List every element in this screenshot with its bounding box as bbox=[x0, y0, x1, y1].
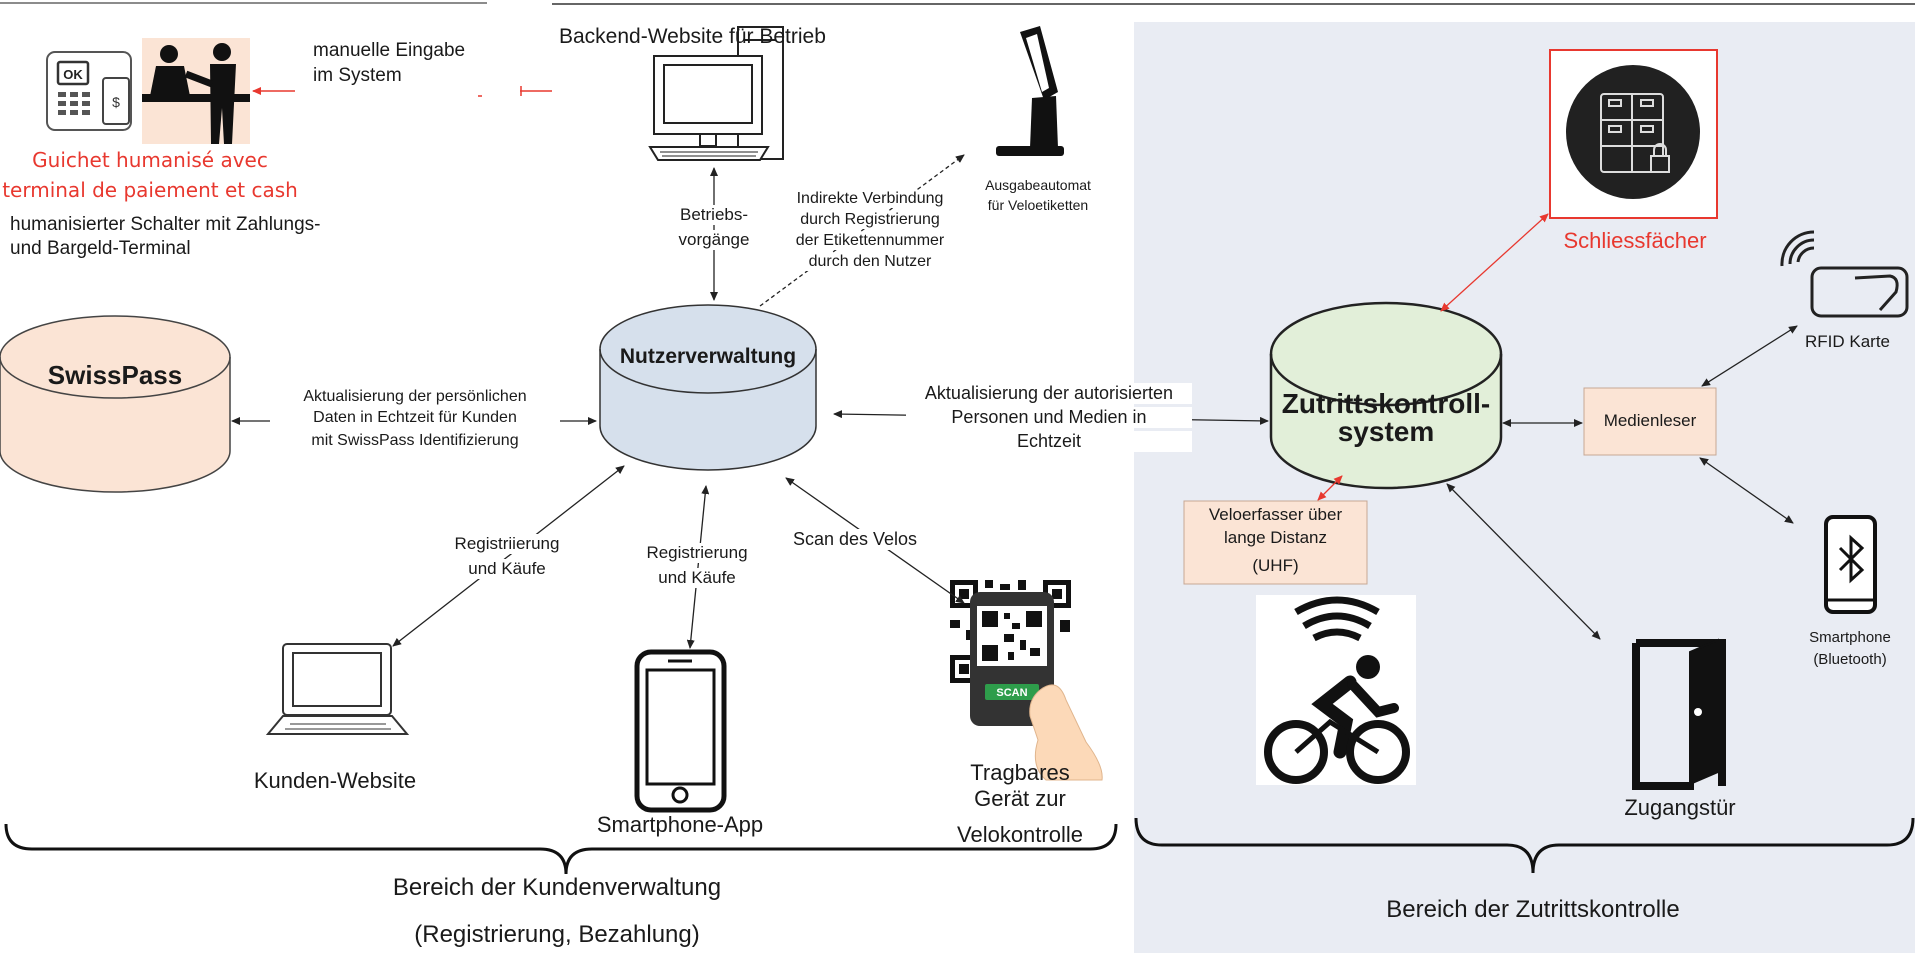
swisspass-edge-line2: Daten in Echtzeit für Kunden bbox=[270, 409, 560, 427]
bluetooth-phone-icon bbox=[1824, 515, 1877, 614]
manual-entry-label-line2: im System bbox=[313, 65, 402, 86]
bt-phone-label-line1: Smartphone bbox=[1809, 629, 1891, 646]
counter-german-line2: und Bargeld-Terminal bbox=[10, 238, 191, 259]
indirect-label-line3: der Etikettennummer bbox=[770, 232, 970, 250]
customer-area-brace bbox=[4, 823, 1118, 875]
cyclist-wifi-icon bbox=[1256, 595, 1416, 785]
access-edge-line2: Personen und Medien in bbox=[906, 407, 1192, 428]
door-label: Zugangstür bbox=[1624, 795, 1736, 820]
scan-edge-label: Scan des Velos bbox=[780, 529, 930, 550]
swisspass-edge-line1: Aktualisierung der persönlichen bbox=[270, 388, 560, 406]
wearable-label-line1: Tragbares bbox=[970, 760, 1070, 785]
indirect-arrow bbox=[759, 154, 965, 307]
counter-french-line1: Guichet humanisé avec bbox=[32, 148, 268, 172]
access-edge-line3: Echtzeit bbox=[906, 431, 1192, 452]
customer-area-label-line1: Bereich der Kundenverwaltung bbox=[392, 874, 722, 901]
locker-arrow bbox=[1440, 213, 1549, 312]
bluetooth-arrow bbox=[1699, 457, 1794, 524]
wearable-label-line3: Velokontrolle bbox=[957, 822, 1083, 847]
user-management-cylinder bbox=[599, 304, 817, 471]
smartphone-app-label: Smartphone-App bbox=[596, 812, 764, 837]
uhf-label-line2: lange Distanz bbox=[1223, 528, 1327, 547]
swisspass-cylinder bbox=[0, 315, 231, 493]
user-management-label: Nutzerverwaltung bbox=[619, 345, 797, 368]
manual-entry-label-line1: manuelle Eingabe bbox=[313, 40, 466, 61]
swisspass-label: SwissPass bbox=[47, 360, 183, 390]
qr-scan-hand-icon: SCAN bbox=[950, 580, 1103, 781]
scan-label: SCAN bbox=[996, 687, 1027, 699]
operations-label-line1: Betriebs- bbox=[654, 205, 774, 225]
web-edge-line2: und Käufe bbox=[432, 559, 582, 579]
smartphone-icon bbox=[634, 649, 727, 813]
indirect-label-line1: Indirekte Verbindung bbox=[770, 190, 970, 208]
svg-text:OK: OK bbox=[63, 67, 83, 82]
rfid-label: RFID Karte bbox=[1804, 332, 1891, 351]
kiosk-icon bbox=[996, 26, 1064, 156]
desktop-computer-icon bbox=[648, 26, 784, 161]
laptop-icon bbox=[265, 643, 410, 735]
indirect-label-line2: durch Registrierung bbox=[770, 211, 970, 229]
access-control-cylinder bbox=[1269, 301, 1503, 490]
app-edge-line2: und Käufe bbox=[622, 568, 772, 588]
uhf-arrow bbox=[1317, 475, 1343, 501]
access-control-label-line1: Zutrittskontroll- bbox=[1281, 388, 1491, 419]
web-arrow bbox=[392, 465, 625, 647]
door-arrow bbox=[1446, 483, 1601, 640]
kiosk-label-line2: für Veloetiketten bbox=[987, 197, 1089, 213]
customer-website-label: Kunden-Website bbox=[253, 768, 417, 793]
access-control-label-line2: system bbox=[1337, 416, 1435, 447]
rfid-card-icon bbox=[1780, 230, 1909, 318]
access-area-label: Bereich der Zutrittskontrolle bbox=[1386, 896, 1680, 923]
operations-label-line2: vorgänge bbox=[654, 230, 774, 250]
svg-text:$: $ bbox=[112, 94, 120, 110]
cashier-counter-icon: OK $ bbox=[46, 38, 250, 144]
counter-german-line1: humanisierter Schalter mit Zahlungs- bbox=[10, 214, 321, 235]
counter-french-line2: terminal de paiement et cash bbox=[2, 178, 298, 202]
uhf-label-line3: (UHF) bbox=[1252, 556, 1299, 575]
media-reader-label: Medienleser bbox=[1603, 411, 1697, 430]
lockers-label: Schliessfächer bbox=[1563, 228, 1707, 253]
access-area-background bbox=[1134, 22, 1915, 953]
locker-icon bbox=[1549, 49, 1718, 219]
indirect-label-line4: durch den Nutzer bbox=[770, 253, 970, 271]
customer-area-label-line2: (Registrierung, Bezahlung) bbox=[414, 921, 700, 948]
media-reader-box bbox=[1583, 387, 1717, 456]
uhf-box bbox=[1183, 500, 1368, 585]
access-area-brace bbox=[1134, 817, 1915, 874]
access-edge-line1: Aktualisierung der autorisierten bbox=[906, 383, 1192, 404]
app-edge-line1: Registrierung bbox=[622, 543, 772, 563]
uhf-label-line1: Veloerfasser über bbox=[1208, 505, 1343, 524]
bt-phone-label-line2: (Bluetooth) bbox=[1813, 651, 1887, 668]
kiosk-label-line1: Ausgabeautomat bbox=[985, 177, 1091, 193]
backend-label: Backend-Website für Betrieb bbox=[559, 25, 826, 48]
wearable-label-line2: Gerät zur bbox=[974, 786, 1066, 811]
app-arrow bbox=[686, 485, 710, 649]
rfid-arrow bbox=[1701, 325, 1798, 387]
web-edge-line1: Registriierung bbox=[432, 534, 582, 554]
door-icon bbox=[1632, 638, 1726, 790]
swisspass-edge-line3: mit SwissPass Identifizierung bbox=[270, 432, 560, 450]
